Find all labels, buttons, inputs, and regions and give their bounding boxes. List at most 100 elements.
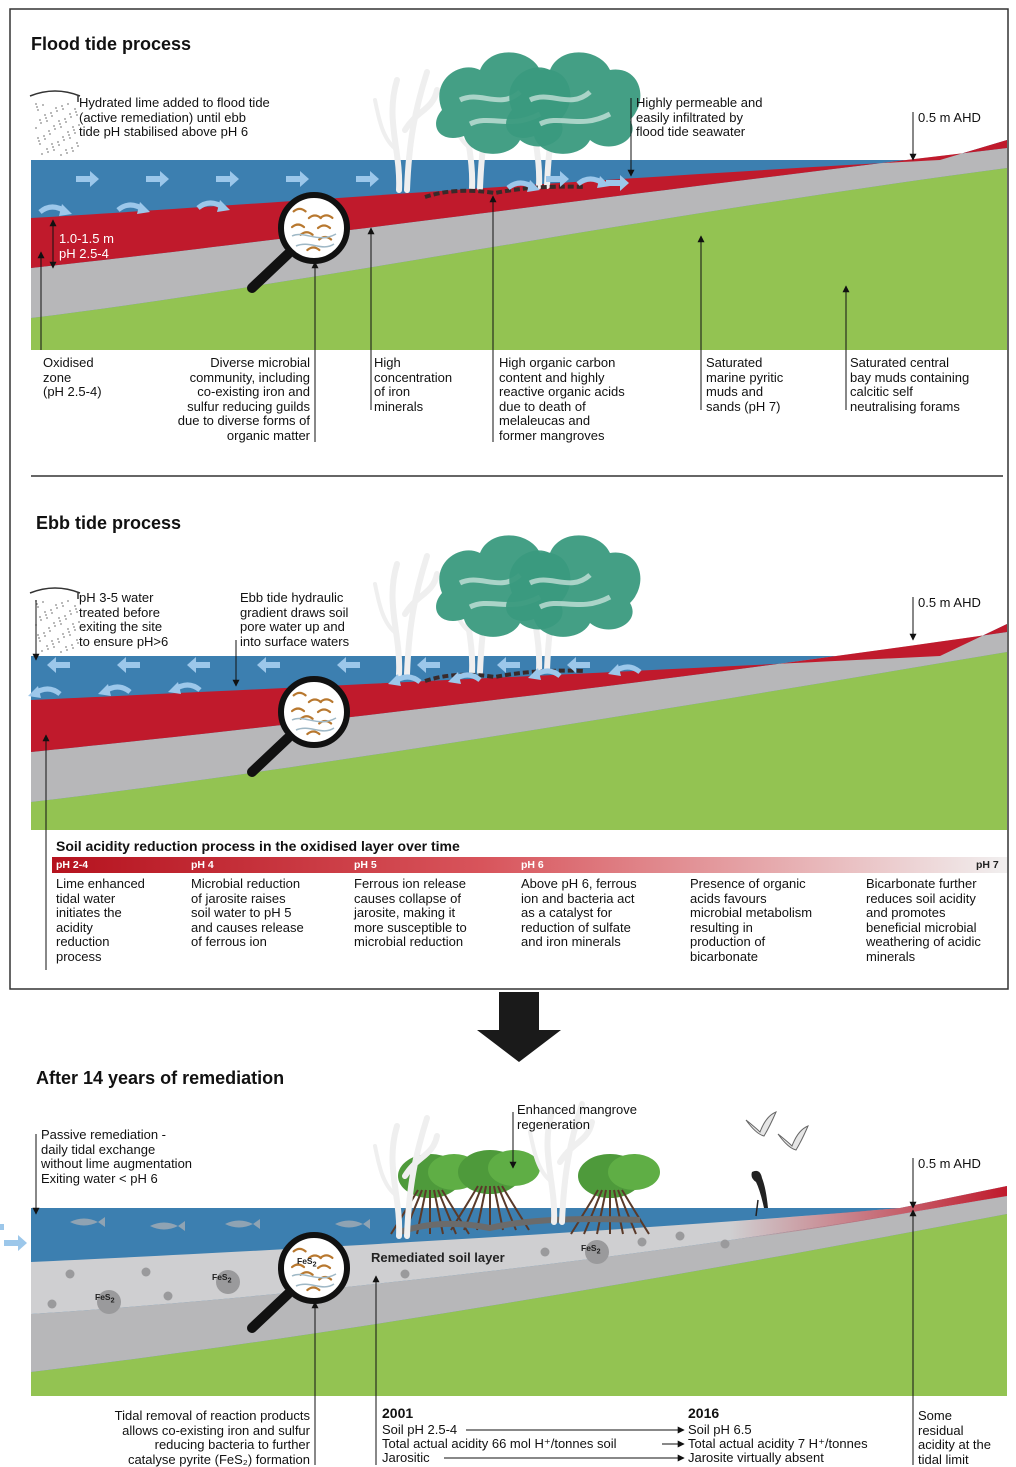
ebb-ahd-label: 0.5 m AHD — [918, 595, 981, 610]
soil-dot — [65, 1269, 75, 1279]
after-residual-acid — [730, 1186, 1007, 1240]
fes2-text: FeS — [95, 1292, 111, 1302]
soil-dot — [540, 1247, 550, 1257]
lime-droplet — [52, 146, 54, 148]
mangrove-tree — [570, 1154, 660, 1235]
mangrove-root — [617, 1189, 637, 1235]
curved-arrow-head — [137, 202, 150, 214]
tree-branch — [373, 1144, 399, 1198]
lime-droplet — [72, 150, 74, 152]
acidity-step-3: Ferrous ion release causes collapse of j… — [354, 876, 467, 949]
magnifier-lens — [278, 192, 350, 264]
canopy-fill — [506, 535, 641, 637]
flood-lime-sprayer — [29, 90, 81, 156]
lime-droplet — [53, 125, 55, 127]
soil-dot — [163, 1291, 173, 1301]
mangrove-regeneration-note: Enhanced mangrove regeneration — [517, 1102, 637, 1132]
curved-arrow-head — [98, 684, 111, 696]
ebb-outflow-arrow — [187, 657, 210, 673]
ebb-upwelling-arrow — [448, 672, 482, 684]
mangrove-canopy-2 — [488, 1150, 540, 1186]
lime-droplet — [74, 605, 76, 607]
lime-droplet — [74, 629, 76, 631]
mangrove-root — [596, 1189, 607, 1235]
curved-arrow-head — [597, 176, 610, 188]
ebb-upwelling-arrow — [168, 682, 202, 694]
lime-droplet — [61, 602, 63, 604]
lime-droplet — [71, 147, 73, 149]
ebb-panel-title: Ebb tide process — [36, 513, 182, 533]
ebb-outflow-arrow — [117, 657, 140, 673]
oxidised-depth-label: 1.0-1.5 m pH 2.5-4 — [59, 231, 114, 261]
label-marine-muds: Saturated marine pyritic muds and sands … — [706, 355, 784, 414]
permeable-note: Highly permeable and easily infiltrated … — [636, 95, 763, 139]
flood-inflow-arrow — [216, 171, 239, 187]
label-oxidised-zone: Oxidised zone (pH 2.5-4) — [43, 355, 102, 399]
lime-droplet — [61, 105, 63, 107]
lime-droplet — [55, 604, 57, 606]
lime-droplet — [49, 133, 51, 135]
fes2-label-3: FeS2 — [95, 1292, 115, 1306]
bacteria-squiggle — [316, 708, 332, 714]
pore-water-lines — [291, 717, 337, 732]
lime-droplet — [35, 127, 37, 129]
tern-bird-icon — [745, 1111, 777, 1137]
lime-droplet — [72, 647, 74, 649]
hydraulic-gradient-note: Ebb tide hydraulic gradient draws soil p… — [240, 590, 350, 649]
curved-arrow-head — [528, 668, 541, 680]
before-jarositic: Jarositic — [382, 1450, 430, 1465]
lime-droplet — [69, 113, 71, 115]
curved-arrow-head — [527, 180, 540, 192]
after-magnifier — [247, 1232, 350, 1333]
lime-droplet — [46, 148, 48, 150]
ebb-leaf-litter — [424, 668, 586, 683]
bacteria-squiggle — [306, 246, 321, 252]
lime-droplet — [78, 124, 80, 126]
tern-bird-icon — [777, 1125, 809, 1151]
lime-droplet — [75, 608, 77, 610]
lime-droplet — [42, 104, 44, 106]
lime-droplet — [38, 637, 40, 639]
bacteria-squiggle — [306, 730, 321, 736]
flood-infiltration-arrow — [38, 204, 72, 216]
lime-droplet — [65, 618, 67, 620]
sprayer-arm — [29, 90, 81, 97]
lime-droplet — [70, 613, 72, 615]
canopy-gaps — [528, 573, 612, 610]
ebb-grey-layer — [31, 632, 1007, 802]
lime-droplet — [58, 144, 60, 146]
lime-droplet — [63, 636, 65, 638]
tree-trunk — [389, 69, 440, 193]
fish-icon — [70, 1217, 105, 1227]
soil-dot — [637, 1237, 647, 1247]
lime-droplet — [40, 122, 42, 124]
after-tide-arrow-out — [0, 1224, 4, 1230]
after-roots-mud — [399, 1216, 641, 1235]
acidity-step-4: Above pH 6, ferrous ion and bacteria act… — [521, 876, 637, 949]
bacteria-squiggle — [306, 1286, 321, 1292]
lime-droplet — [78, 621, 80, 623]
flood-ahd-label: 0.5 m AHD — [918, 110, 981, 125]
flood-green-layer — [31, 168, 1007, 350]
lime-droplet — [45, 117, 47, 119]
lime-droplet — [58, 120, 60, 122]
mangrove-root — [613, 1189, 624, 1235]
soil-dot — [675, 1231, 685, 1241]
after-dead-tree-1 — [373, 1115, 440, 1239]
flood-inflow-arrow — [546, 171, 569, 187]
lime-droplet — [56, 110, 58, 112]
fes2-text: FeS — [297, 1256, 313, 1266]
mangrove-root — [501, 1185, 530, 1231]
lime-droplet — [66, 152, 68, 154]
curved-arrow-head — [217, 200, 230, 212]
ebb-green-layer — [31, 652, 1007, 830]
lime-droplet — [76, 639, 78, 641]
lime-droplet — [43, 632, 45, 634]
acidity-step-5: Presence of organic acids favours microb… — [690, 876, 813, 964]
lime-droplet — [51, 143, 53, 145]
magnifier-lens — [278, 676, 350, 748]
canopy-gaps — [528, 90, 612, 127]
lime-droplet — [37, 606, 39, 608]
lime-droplet — [39, 119, 41, 121]
lime-droplet — [37, 109, 39, 111]
